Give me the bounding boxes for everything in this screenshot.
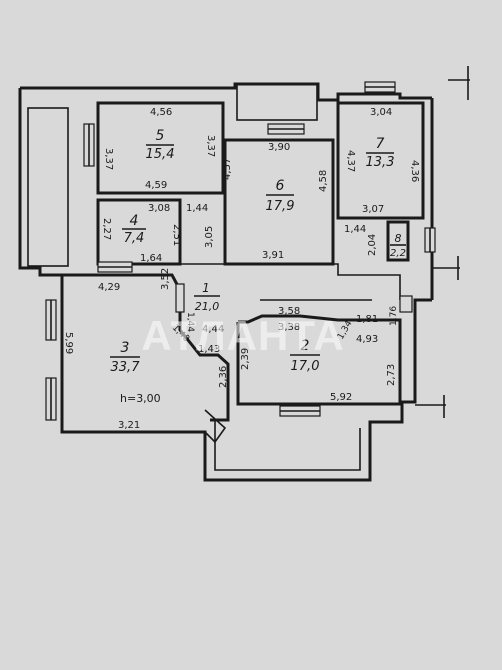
dim-r2-left: 2,39 xyxy=(240,348,251,370)
room-7-area: 13,3 xyxy=(366,155,395,170)
room-1-number: 1 xyxy=(202,281,210,295)
dim-mid-144: 1,44 xyxy=(186,203,208,214)
ceiling-height-note: h=3,00 xyxy=(120,392,161,405)
dim-r4-bottom: 1,64 xyxy=(140,253,162,264)
dim-r7-top: 3,04 xyxy=(370,107,392,118)
dim-r6-left: 4,57 xyxy=(222,158,233,180)
dim-r2-bottom: 5,92 xyxy=(330,392,352,403)
dim-r7-right: 4,36 xyxy=(409,160,420,182)
room-labels: 5 15,4 6 17,9 7 13,3 4 7,4 8 2,2 1 21,0 … xyxy=(110,128,406,405)
room-7-outline xyxy=(336,101,425,220)
dim-r2-tr1: 1,81 xyxy=(356,314,378,325)
dim-r5-top: 4,56 xyxy=(150,107,172,118)
dim-r3-left: 5,99 xyxy=(63,332,74,354)
dim-r4-right: 2,51 xyxy=(171,224,182,246)
dimension-labels: 4,56 3,37 3,37 4,59 3,90 4,57 4,58 3,91 … xyxy=(63,107,420,431)
windows xyxy=(45,81,436,421)
loggia-left xyxy=(27,107,69,267)
dim-r6-right: 4,58 xyxy=(318,170,329,192)
dim-r4-top: 3,08 xyxy=(148,203,170,214)
room-2-number: 2 xyxy=(301,338,310,354)
dim-r1-d: 1,43 xyxy=(198,344,220,355)
balcony-top xyxy=(236,83,318,121)
dim-r2-top-b: 3,38 xyxy=(278,322,300,333)
watermark-logo: АТЛАНТА xyxy=(141,312,344,359)
room-8-outline xyxy=(386,220,410,262)
room-8-number: 8 xyxy=(395,232,402,245)
dim-r2-top-a: 3,58 xyxy=(278,306,300,317)
dim-r2-tr2: 4,93 xyxy=(356,334,378,345)
dim-r4-left: 2,27 xyxy=(101,218,112,240)
dim-r3-right: 2,36 xyxy=(218,366,229,388)
dim-r2-right: 2,73 xyxy=(386,364,397,386)
dim-r7-left: 4,37 xyxy=(345,150,356,172)
walls xyxy=(18,82,434,482)
room-4-area: 7,4 xyxy=(124,231,145,246)
dim-r6-bottom: 3,91 xyxy=(262,250,284,261)
dim-r8-top: 1,44 xyxy=(344,224,366,235)
facade-marks xyxy=(415,66,470,418)
dim-r3-top: 4,29 xyxy=(98,282,120,293)
door-room-1 xyxy=(175,283,185,313)
room-2-area: 17,0 xyxy=(291,359,320,374)
room-6-area: 17,9 xyxy=(266,199,295,214)
room-1-area: 21,0 xyxy=(195,300,220,313)
room-3-number: 3 xyxy=(121,340,130,356)
dim-r7-bottom: 3,07 xyxy=(362,204,384,215)
dim-r5-bottom: 4,59 xyxy=(145,180,167,191)
dim-r6-top: 3,90 xyxy=(268,142,290,153)
room-5-outline xyxy=(96,101,225,195)
room-4-outline xyxy=(96,198,182,266)
room-5-number: 5 xyxy=(156,128,165,144)
dim-r5-right: 3,37 xyxy=(205,135,216,157)
room-4-number: 4 xyxy=(130,213,139,229)
dim-r2-tr3: 1,76 xyxy=(389,306,399,326)
room-8-area: 2,2 xyxy=(390,248,406,259)
dim-r1-a: 3,52 xyxy=(160,268,171,290)
dim-r1-c: 4,44 xyxy=(202,324,224,335)
room-7-number: 7 xyxy=(376,136,385,152)
window-corridor xyxy=(399,295,413,313)
room-3-area: 33,7 xyxy=(111,360,141,375)
room-6-number: 6 xyxy=(276,178,285,194)
dim-r5-left: 3,37 xyxy=(103,148,114,170)
dim-mid-305: 3,05 xyxy=(204,226,215,248)
room-5-area: 15,4 xyxy=(146,147,175,162)
dim-r3-bottom: 3,21 xyxy=(118,420,140,431)
dim-r8-left: 2,04 xyxy=(367,234,378,256)
dim-r1-b: 1,44 xyxy=(185,312,195,332)
